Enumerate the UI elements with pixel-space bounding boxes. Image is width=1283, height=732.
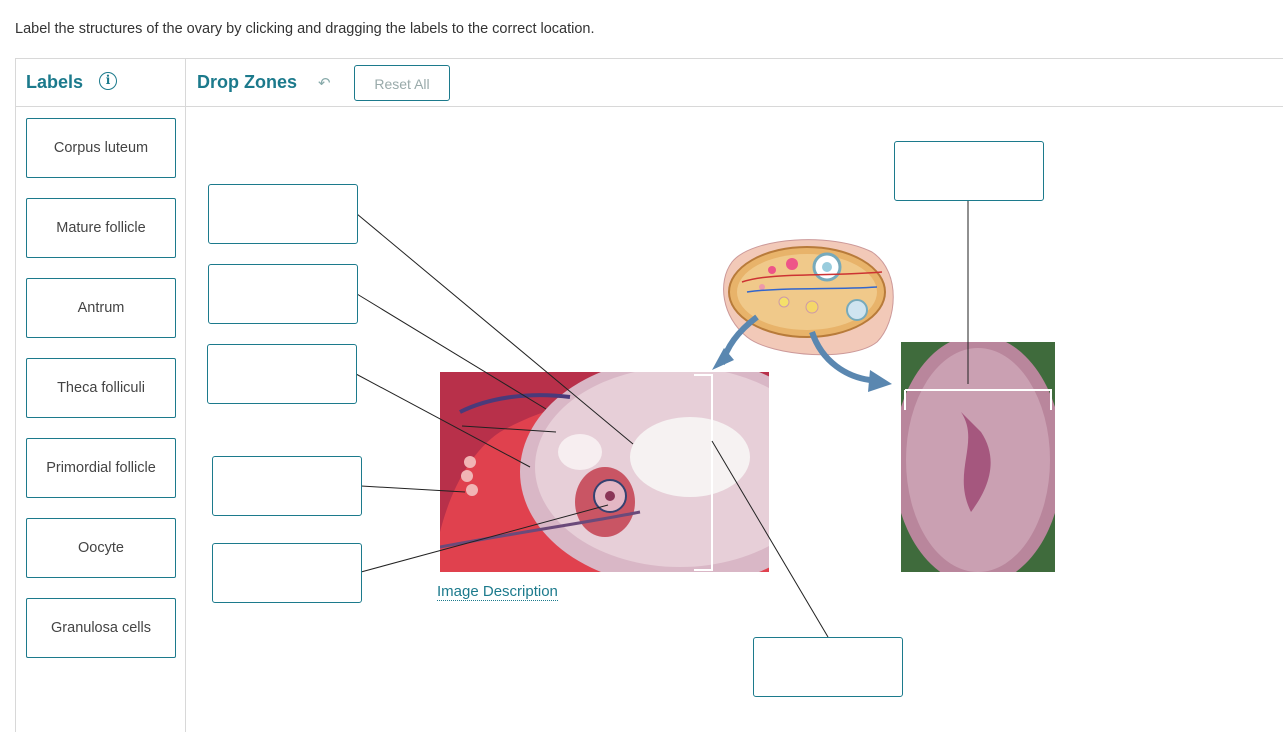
drop-zone-2[interactable] — [208, 264, 358, 324]
drop-zone-5[interactable] — [212, 543, 362, 603]
drop-zone-3[interactable] — [207, 344, 357, 404]
drop-zone-6[interactable] — [894, 141, 1044, 201]
drop-zone-1[interactable] — [208, 184, 358, 244]
drop-zone-7[interactable] — [753, 637, 903, 697]
image-description-link[interactable]: Image Description — [437, 583, 558, 601]
drop-zone-4[interactable] — [212, 456, 362, 516]
